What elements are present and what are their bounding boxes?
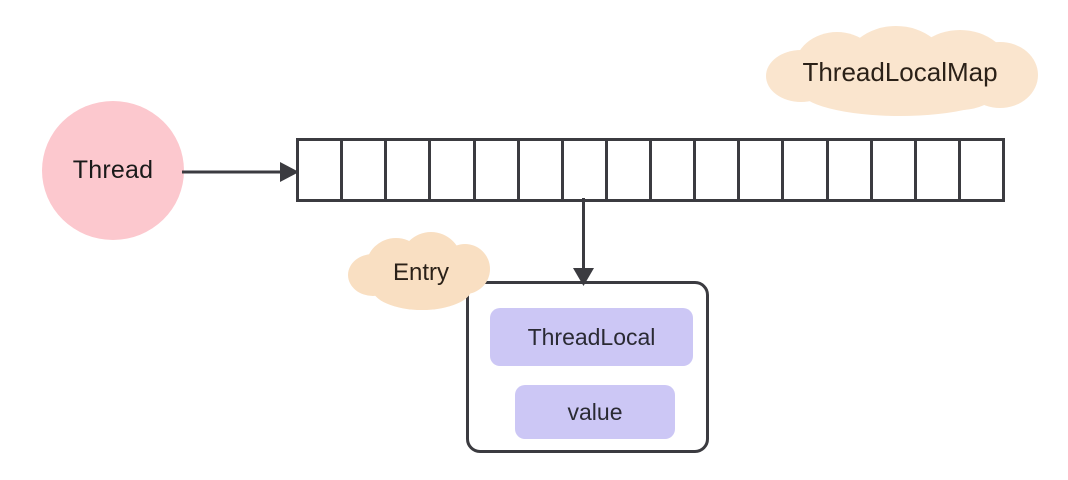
array-cell [431,141,476,199]
callout-entry: Entry [348,232,494,314]
array-cell [872,141,917,199]
callout-threadlocalmap-label: ThreadLocalMap [802,57,998,87]
entry-field-value-label: value [567,398,623,425]
array-cell [740,141,785,199]
entry-box: ThreadLocal value [466,281,709,453]
array-cell [784,141,829,199]
entry-field-threadlocal: ThreadLocal [490,308,693,366]
array-cell [519,141,564,199]
entry-field-value: value [515,385,675,439]
array-cell [343,141,388,199]
thread-node: Thread [42,101,184,240]
threadlocalmap-array [296,138,1005,202]
array-cell [960,141,1002,199]
array-cell [563,141,608,199]
callout-threadlocalmap: ThreadLocalMap [760,26,1040,118]
array-cell [828,141,873,199]
array-cell [475,141,520,199]
arrow-thread-to-map [180,158,300,186]
arrow-map-to-entry [566,198,602,286]
entry-field-threadlocal-label: ThreadLocal [527,323,656,350]
array-cell [652,141,697,199]
array-cell [299,141,344,199]
callout-entry-label: Entry [392,259,449,286]
array-cell [607,141,652,199]
array-cell [387,141,432,199]
array-cell [696,141,741,199]
array-cell [916,141,961,199]
thread-node-label: Thread [72,156,154,184]
